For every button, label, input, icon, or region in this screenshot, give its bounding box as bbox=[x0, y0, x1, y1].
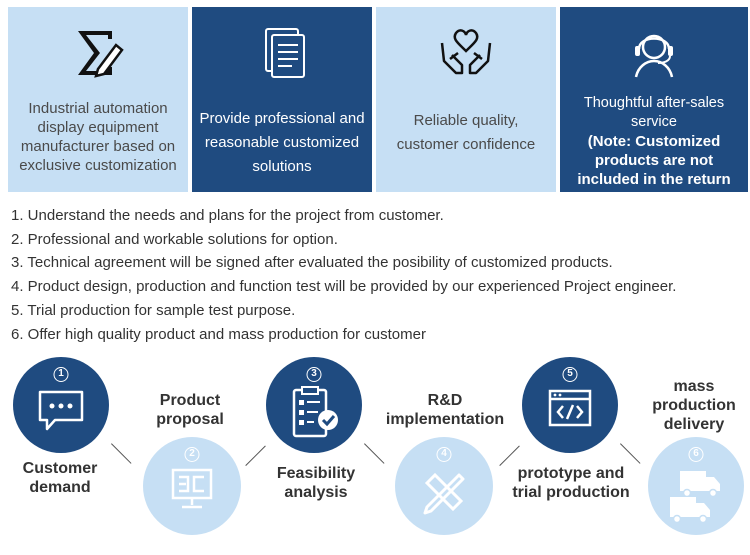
step-number: 6 bbox=[688, 447, 704, 462]
process-label-3: Feasibility analysis bbox=[266, 464, 366, 502]
step-number: 1 bbox=[53, 367, 69, 382]
label-line: demand bbox=[29, 479, 91, 496]
connector-line bbox=[620, 443, 641, 464]
card-main-text: Thoughtful after-sales service bbox=[583, 95, 725, 130]
process-label-2: Product proposal bbox=[145, 391, 235, 429]
feature-card-after-sales: Thoughtful after-sales service (Note: Cu… bbox=[560, 7, 748, 207]
step-number: 2 bbox=[184, 447, 200, 462]
label-line: proposal bbox=[156, 411, 224, 428]
label-line: delivery bbox=[663, 416, 725, 433]
connector-line bbox=[245, 445, 266, 466]
step-number: 3 bbox=[306, 367, 322, 382]
label-line: R&D bbox=[427, 392, 463, 409]
card-text: Thoughtful after-sales service (Note: Cu… bbox=[562, 94, 746, 208]
headset-icon bbox=[634, 34, 674, 78]
process-label-1: Customer demand bbox=[15, 459, 105, 497]
feature-card-customization: Industrial automation display equipment … bbox=[8, 7, 188, 192]
card-note: (Note: Customized products are not inclu… bbox=[577, 133, 731, 207]
card-text: Industrial automation display equipment … bbox=[19, 100, 177, 174]
feature-card-solutions: Provide professional and reasonable cust… bbox=[192, 7, 372, 192]
process-label-5: prototype and trial production bbox=[508, 464, 634, 502]
step-item: 2. Professional and workable solutions f… bbox=[11, 230, 338, 248]
code-window-icon bbox=[548, 389, 592, 427]
step-item: 1. Understand the needs and plans for th… bbox=[11, 207, 444, 224]
process-label-4: R&D implementation bbox=[385, 391, 505, 429]
step-number: 4 bbox=[436, 447, 452, 462]
card-text: Provide professional and reasonable cust… bbox=[199, 110, 365, 175]
label-line: mass bbox=[673, 378, 715, 395]
label-line: prototype and bbox=[517, 465, 625, 482]
heart-hands-icon bbox=[440, 29, 492, 75]
connector-line bbox=[111, 443, 132, 464]
card-text: Reliable quality, customer confidence bbox=[396, 112, 536, 153]
process-step-2: 2 bbox=[143, 437, 241, 535]
steps-list: 1. Understand the needs and plans for th… bbox=[11, 204, 676, 346]
process-label-6: mass production delivery bbox=[648, 377, 740, 434]
label-line: Customer bbox=[22, 460, 98, 477]
label-line: trial production bbox=[512, 484, 630, 501]
monitor-icon bbox=[171, 468, 213, 509]
label-line: analysis bbox=[284, 484, 348, 501]
process-step-4: 4 bbox=[395, 437, 493, 535]
delivery-truck-icon bbox=[670, 471, 720, 524]
step-item: 5. Trial production for sample test purp… bbox=[11, 301, 296, 319]
ruler-pencil-icon bbox=[423, 472, 465, 515]
step-item: 4. Product design, production and functi… bbox=[11, 278, 677, 296]
connector-line bbox=[364, 443, 385, 464]
chat-bubble-icon bbox=[38, 390, 84, 431]
step-item: 3. Technical agreement will be signed af… bbox=[11, 254, 613, 272]
sigma-pen-icon bbox=[78, 31, 124, 78]
label-line: Product bbox=[159, 392, 221, 409]
step-number: 5 bbox=[562, 367, 578, 382]
feature-card-quality: Reliable quality, customer confidence bbox=[376, 7, 556, 192]
process-step-1: 1 bbox=[13, 357, 109, 453]
step-item: 6. Offer high quality product and mass p… bbox=[11, 325, 426, 343]
label-line: production bbox=[652, 397, 736, 414]
process-step-6: 6 bbox=[648, 437, 744, 535]
label-line: Feasibility bbox=[276, 465, 356, 482]
process-step-3: 3 bbox=[266, 357, 362, 453]
clipboard-check-icon bbox=[292, 386, 338, 438]
connector-line bbox=[499, 445, 520, 466]
document-icon bbox=[265, 28, 305, 78]
label-line: implementation bbox=[385, 411, 505, 428]
process-step-5: 5 bbox=[522, 357, 618, 453]
